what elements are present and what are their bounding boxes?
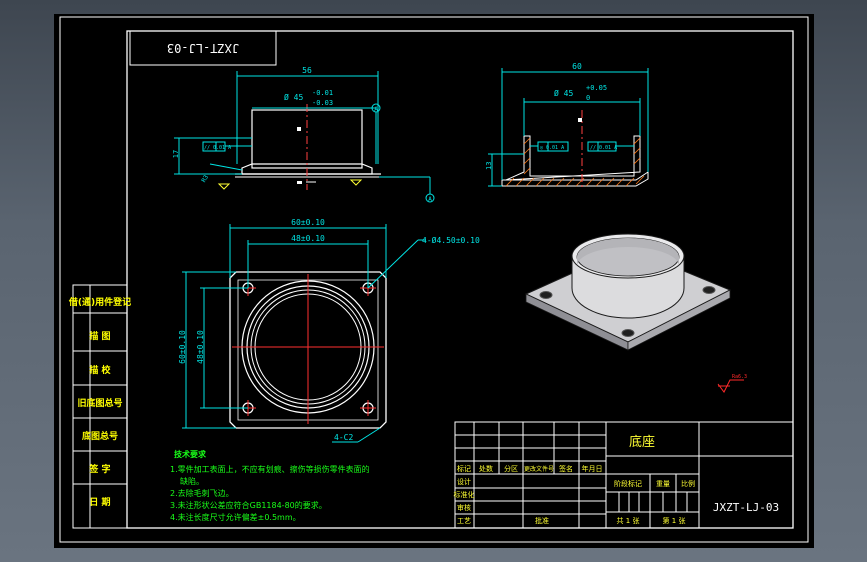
drawing-title: 底座 (629, 434, 655, 450)
section-view: 60 Ø 45 +0.05 0 13 ◎ 0.01 A // 0.01 A (485, 62, 649, 190)
tb-row-design: 设计 (457, 477, 471, 486)
tb-row-review: 审核 (457, 503, 471, 512)
surface-roughness-symbol: Ra6.3 (717, 374, 747, 393)
plan-chamfer: 4-C2 (334, 433, 353, 442)
tb-sheet-no: 第 1 张 (663, 516, 686, 525)
margin-row-4: 底图总号 (82, 430, 118, 442)
tech-item-1b: 缺陷。 (180, 476, 204, 486)
tb-stage: 阶段标记 (614, 479, 642, 488)
section-dim-dia: Ø 45 (554, 88, 573, 98)
tb-sheets-total: 共 1 张 (617, 516, 640, 525)
cad-viewport[interactable]: JXZT-LJ-03 借(通)用件登记 描 图 描 校 旧底图总号 底图总号 签… (54, 14, 814, 548)
margin-row-3: 旧底图总号 (77, 397, 122, 409)
margin-row-1: 描 图 (89, 330, 110, 342)
tech-item-3: 3.未注形状公差应符合GB1184-80的要求。 (170, 500, 327, 510)
tb-approve: 批准 (535, 516, 549, 525)
code-box (129, 30, 277, 66)
front-dim-dia: Ø 45 (284, 92, 303, 102)
drawing-canvas: JXZT-LJ-03 借(通)用件登记 描 图 描 校 旧底图总号 底图总号 签… (59, 16, 809, 543)
title-block (454, 421, 794, 529)
isometric-view (524, 233, 732, 351)
plan-hole-note: 4-Ø4.50±0.10 (422, 235, 480, 245)
outer-frame (59, 16, 809, 543)
front-dim-17: 17 (172, 150, 180, 158)
plan-view: 60±0.10 48±0.10 60±0.10 48±0.10 4-Ø4.50±… (178, 218, 480, 443)
margin-row-2: 描 校 (89, 364, 111, 376)
front-dim-56: 56 (302, 66, 312, 75)
drawing-code: JXZT-LJ-03 (713, 501, 779, 514)
tech-item-2: 2.去除毛刺飞边。 (170, 488, 234, 498)
plan-dim-outer-v: 60±0.10 (178, 330, 187, 364)
front-dim-r3: R3 (200, 174, 210, 184)
section-tol-upper: +0.05 (586, 84, 607, 92)
section-tol-lower: 0 (586, 94, 590, 102)
datum-a-label: A (428, 196, 432, 203)
plan-dim-inner-v: 48±0.10 (196, 330, 205, 364)
tb-header-0: 标记 (457, 464, 471, 473)
margin-row-0: 借(通)用件登记 (68, 296, 131, 308)
tech-requirements: 技术要求 1.零件加工表面上，不应有划痕、擦伤等损伤零件表面的 缺陷。 2.去除… (170, 449, 370, 522)
tb-header-5: 年月日 (582, 464, 603, 473)
tb-weight: 重量 (656, 480, 670, 488)
left-margin-table: 借(通)用件登记 描 图 描 校 旧底图总号 底图总号 签 字 日 期 (68, 284, 131, 529)
section-fcf-left: ◎ 0.01 A (540, 145, 564, 151)
tb-header-4: 签名 (559, 464, 573, 473)
tb-row-std: 标准化 (454, 490, 475, 499)
roughness-value: Ra6.3 (732, 374, 747, 380)
margin-row-5: 签 字 (88, 463, 110, 475)
section-fcf-right: // 0.01 A (590, 145, 617, 151)
tb-scale: 比例 (681, 479, 695, 488)
section-dim-13: 13 (485, 162, 493, 170)
tech-item-4: 4.未注长度尺寸允许偏差±0.5mm。 (170, 512, 301, 522)
front-fcf: // 0.01 A (204, 145, 231, 151)
tb-header-2: 分区 (504, 464, 518, 473)
tech-item-1: 1.零件加工表面上，不应有划痕、擦伤等损伤零件表面的 (170, 464, 370, 474)
tech-heading: 技术要求 (174, 449, 207, 459)
plan-dim-inner: 48±0.10 (291, 234, 325, 243)
tb-row-process: 工艺 (457, 517, 471, 525)
title-block-text: 底座 标记 处数 分区 更改文件号 签名 年月日 设计 标准化 审核 工艺 批准… (454, 434, 780, 525)
section-dim-60: 60 (572, 62, 582, 71)
front-view: 56 Ø 45 -0.01 -0.03 A 17 // 0.01 A R3 A (172, 66, 435, 203)
plan-dim-outer: 60±0.10 (291, 218, 325, 227)
drawing-code-mirrored: JXZT-LJ-03 (167, 41, 239, 55)
tb-header-3: 更改文件号 (524, 465, 554, 473)
front-tol-upper: -0.01 (312, 89, 333, 97)
margin-row-6: 日 期 (89, 496, 110, 508)
tb-header-1: 处数 (479, 464, 493, 473)
svg-text:A: A (374, 106, 378, 113)
front-tol-lower: -0.03 (312, 99, 333, 107)
